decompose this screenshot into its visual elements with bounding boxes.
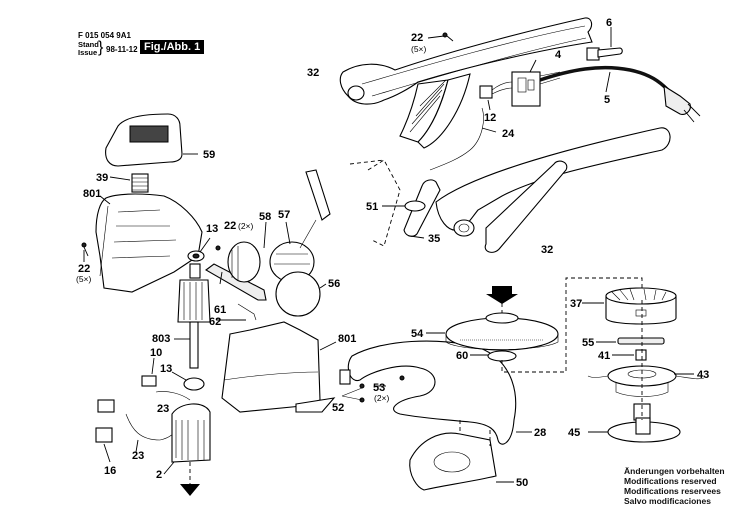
callout-61: 61: [214, 304, 226, 316]
callout-32-b: 32: [541, 244, 553, 256]
callout-13: 13: [206, 223, 218, 235]
note-line: Modifications reserved: [624, 476, 717, 486]
callout-59: 59: [203, 149, 215, 161]
spool-cover-part: [605, 287, 677, 325]
motor-housing-part: [95, 193, 203, 293]
callout-32: 32: [307, 67, 319, 79]
clip-part: [237, 303, 257, 321]
callout-54: 54: [411, 328, 424, 340]
screw-shank: [446, 35, 454, 42]
document-number: F 015 054 9A1: [78, 31, 131, 40]
spool-part: [445, 312, 559, 351]
lever-part: [205, 263, 267, 301]
callout-23: 23: [157, 403, 169, 415]
screw-icon: [442, 32, 448, 38]
callout-22-c-qty: (5×): [76, 274, 92, 284]
brace-symbol: }: [98, 39, 104, 56]
callout-23-b: 23: [132, 450, 144, 462]
terminal-part: [95, 427, 113, 443]
callout-53-qty: (2×): [374, 393, 390, 403]
wire-part-2: [155, 391, 191, 401]
callout-22: 22: [411, 32, 423, 44]
callout-labels: 22 (5×) 6 32 4 5 12 24 59 39 801 13 22 (…: [76, 17, 709, 489]
upper-handle-part: [339, 17, 593, 149]
callout-55: 55: [582, 337, 594, 349]
note-line: Änderungen vorbehalten: [624, 466, 725, 476]
callout-22-qty: (5×): [411, 44, 427, 54]
stand-label: Stand: [78, 40, 99, 49]
callout-6: 6: [606, 17, 612, 29]
callout-24: 24: [502, 128, 515, 140]
base-plate-part: [409, 432, 497, 491]
callout-22-c: 22: [78, 263, 90, 275]
brush-holder-part: [215, 241, 261, 283]
leader-line: [427, 35, 445, 39]
strain-relief-part: [586, 47, 623, 61]
callout-39: 39: [96, 172, 108, 184]
label-plate-part: [339, 369, 351, 385]
callout-4: 4: [555, 49, 562, 61]
line-spool-part: [587, 365, 705, 397]
callout-41: 41: [598, 350, 610, 362]
callout-62: 62: [209, 316, 221, 328]
callout-5: 5: [604, 94, 610, 106]
callout-43: 43: [697, 369, 709, 381]
motor-cover-part: [275, 271, 321, 317]
brush-holder-part-2: [97, 399, 115, 413]
callout-35: 35: [428, 233, 440, 245]
line-guide-part: [617, 337, 665, 345]
power-cable-part: [539, 65, 701, 123]
callout-57: 57: [278, 209, 290, 221]
end-cap-part: [269, 169, 331, 283]
field-coil-part: [171, 403, 211, 463]
callout-801: 801: [83, 188, 101, 200]
callout-45: 45: [568, 427, 580, 439]
callout-51: 51: [366, 201, 378, 213]
callout-52: 52: [332, 402, 344, 414]
handle-tube-part: [435, 127, 671, 253]
callout-28: 28: [534, 427, 546, 439]
nut-part: [635, 349, 647, 361]
lower-housing-part: [221, 321, 336, 413]
callout-22-b: 22: [224, 220, 236, 232]
issue-label: Issue: [78, 48, 98, 57]
retaining-ring-part: [487, 350, 517, 362]
callout-60: 60: [456, 350, 468, 362]
callout-801-b: 801: [338, 333, 356, 345]
modifications-notice: Änderungen vorbehalten Modifications res…: [624, 466, 725, 506]
issue-date: 98-11-12: [106, 45, 138, 54]
spool-base-part: [607, 403, 681, 443]
callout-37: 37: [570, 298, 582, 310]
down-arrow-icon: [180, 484, 200, 496]
note-line: Salvo modificaciones: [624, 496, 711, 506]
figure-label: Fig./Abb. 1: [140, 40, 205, 54]
callout-56: 56: [328, 278, 340, 290]
callout-803: 803: [152, 333, 170, 345]
callout-2: 2: [156, 469, 162, 481]
callout-16: 16: [104, 465, 116, 477]
note-line: Modifications reservees: [624, 486, 721, 496]
callout-12: 12: [484, 112, 496, 124]
callout-50: 50: [516, 477, 528, 489]
callout-58: 58: [259, 211, 271, 223]
callout-22-b-qty: (2×): [238, 221, 254, 231]
wire-part: [429, 107, 484, 171]
callout-53: 53: [373, 382, 385, 394]
spring-part: [131, 173, 149, 193]
bearing-part-2: [183, 377, 205, 391]
callout-13-b: 13: [160, 363, 172, 375]
down-arrow-icon-2: [486, 286, 518, 304]
carbon-brush-part: [141, 375, 157, 387]
capacitor-part: [479, 81, 513, 99]
armature-part: [177, 263, 211, 369]
switch-part: [511, 71, 541, 107]
callout-10: 10: [150, 347, 162, 359]
cover-cap-part: [105, 113, 183, 167]
